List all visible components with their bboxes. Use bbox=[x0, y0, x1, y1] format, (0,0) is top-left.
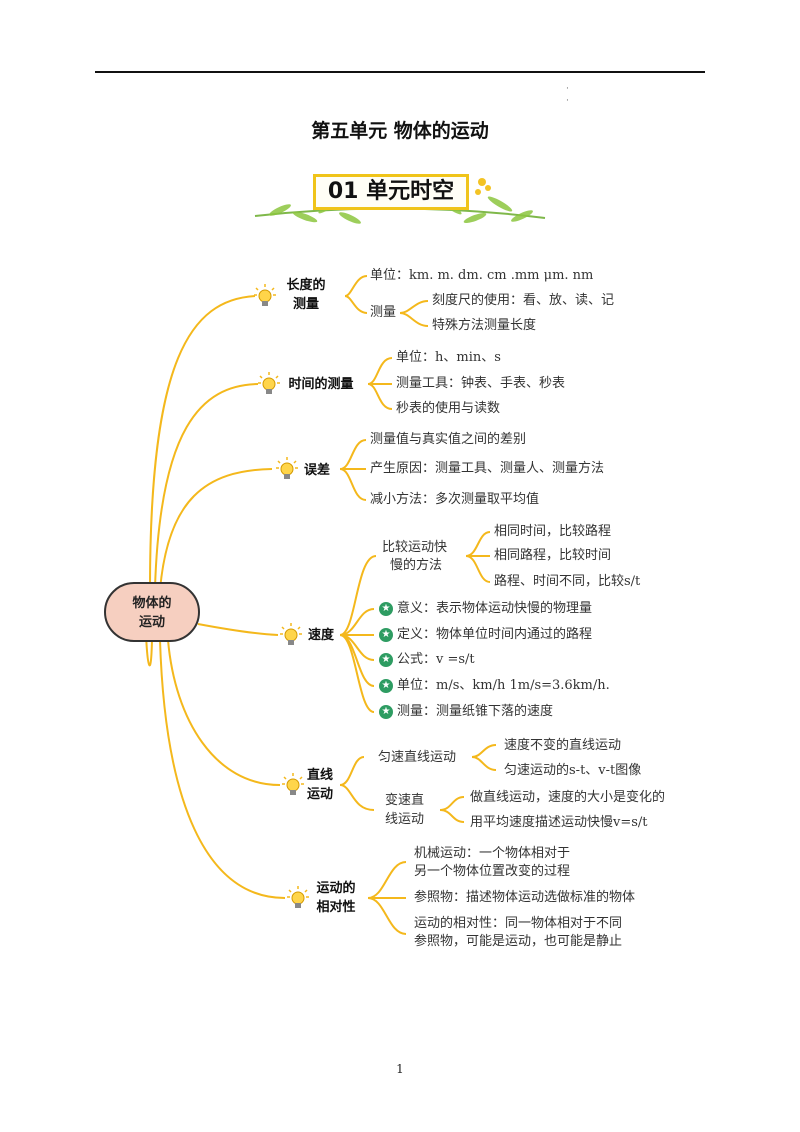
speed-measure: 测量：测量纸锥下落的速度 bbox=[397, 704, 554, 719]
speed-unit: 单位：m/s、km/h 1m/s=3.6km/h. bbox=[397, 678, 610, 693]
relative-relativity: 参照物，可能是运动，也可能是静止 bbox=[414, 934, 623, 949]
linear-variable-b: 用平均速度描述运动快慢v=s/t bbox=[470, 815, 648, 830]
star-badge-icon: ★ bbox=[379, 705, 393, 719]
category-length: 长度的 测量 bbox=[286, 278, 326, 312]
corner-mark: · bbox=[566, 96, 569, 106]
star-badge-icon: ★ bbox=[379, 602, 393, 616]
corner-mark: · bbox=[566, 84, 569, 94]
speed-definition: 定义：物体单位时间内通过的路程 bbox=[397, 627, 593, 642]
relative-mechanical: 机械运动：一个物体相对于 bbox=[414, 846, 571, 861]
lightbulb-icon bbox=[254, 284, 276, 306]
linear-uniform-b: 匀速运动的s-t、v-t图像 bbox=[504, 763, 642, 778]
lightbulb-icon bbox=[282, 773, 304, 795]
linear-variable: 变速直 bbox=[385, 793, 425, 808]
error-definition: 测量值与真实值之间的差别 bbox=[370, 432, 527, 447]
length-special: 特殊方法测量长度 bbox=[432, 318, 537, 333]
linear-variable-a: 做直线运动，速度的大小是变化的 bbox=[470, 790, 666, 805]
root-label: 运动 bbox=[138, 615, 165, 630]
relative-reference: 参照物：描述物体运动选做标准的物体 bbox=[414, 890, 636, 905]
error-reduce: 减小方法：多次测量取平均值 bbox=[370, 492, 540, 507]
star-badge-icon: ★ bbox=[379, 653, 393, 667]
length-unit: 单位：km. m. dm. cm .mm μm. nm bbox=[370, 268, 594, 283]
category-speed: 速度 bbox=[307, 628, 334, 643]
star-badge-icon: ★ bbox=[379, 679, 393, 693]
speed-formula: 公式：v =s/t bbox=[397, 652, 475, 667]
time-tools: 测量工具：钟表、手表、秒表 bbox=[396, 376, 566, 391]
section-banner: 01 单元时空 bbox=[250, 172, 550, 234]
linear-uniform-a: 速度不变的直线运动 bbox=[504, 738, 622, 753]
speed-same-time: 相同时间，比较路程 bbox=[494, 524, 612, 539]
time-unit: 单位：h、min、s bbox=[396, 350, 501, 365]
lightbulb-icon bbox=[258, 372, 280, 394]
star-badge-icon: ★ bbox=[379, 628, 393, 642]
speed-compare: 慢的方法 bbox=[390, 558, 443, 573]
root-label: 物体的 bbox=[132, 596, 172, 611]
linear-variable: 线运动 bbox=[385, 812, 425, 827]
category-error: 误差 bbox=[303, 463, 330, 478]
relative-relativity: 运动的相对性：同一物体相对于不同 bbox=[414, 916, 623, 931]
speed-meaning: 意义：表示物体运动快慢的物理量 bbox=[397, 601, 593, 616]
length-ruler-use: 刻度尺的使用：看、放、读、记 bbox=[432, 293, 615, 308]
error-cause: 产生原因：测量工具、测量人、测量方法 bbox=[370, 461, 605, 476]
header-rule bbox=[95, 71, 705, 73]
linear-uniform: 匀速直线运动 bbox=[378, 750, 457, 765]
lightbulb-icon bbox=[287, 886, 309, 908]
category-time: 时间的测量 bbox=[288, 377, 354, 392]
speed-same-distance: 相同路程，比较时间 bbox=[494, 548, 612, 563]
speed-different: 路程、时间不同，比较s/t bbox=[494, 574, 641, 589]
lightbulb-icon bbox=[280, 623, 302, 645]
relative-mechanical: 另一个物体位置改变的过程 bbox=[414, 864, 571, 879]
length-measure: 测量 bbox=[370, 305, 397, 320]
speed-compare: 比较运动快 bbox=[382, 540, 448, 555]
lightbulb-icon bbox=[276, 457, 298, 479]
banner-label: 01 单元时空 bbox=[313, 174, 469, 210]
time-stopwatch: 秒表的使用与读数 bbox=[396, 401, 501, 416]
root-node: 物体的 运动 bbox=[104, 582, 200, 642]
page-title: 第五单元 物体的运动 bbox=[311, 120, 489, 142]
page-number: 1 bbox=[396, 1062, 404, 1076]
category-linear-motion: 直线 运动 bbox=[306, 768, 333, 802]
category-relativity: 运动的 相对性 bbox=[316, 881, 356, 915]
